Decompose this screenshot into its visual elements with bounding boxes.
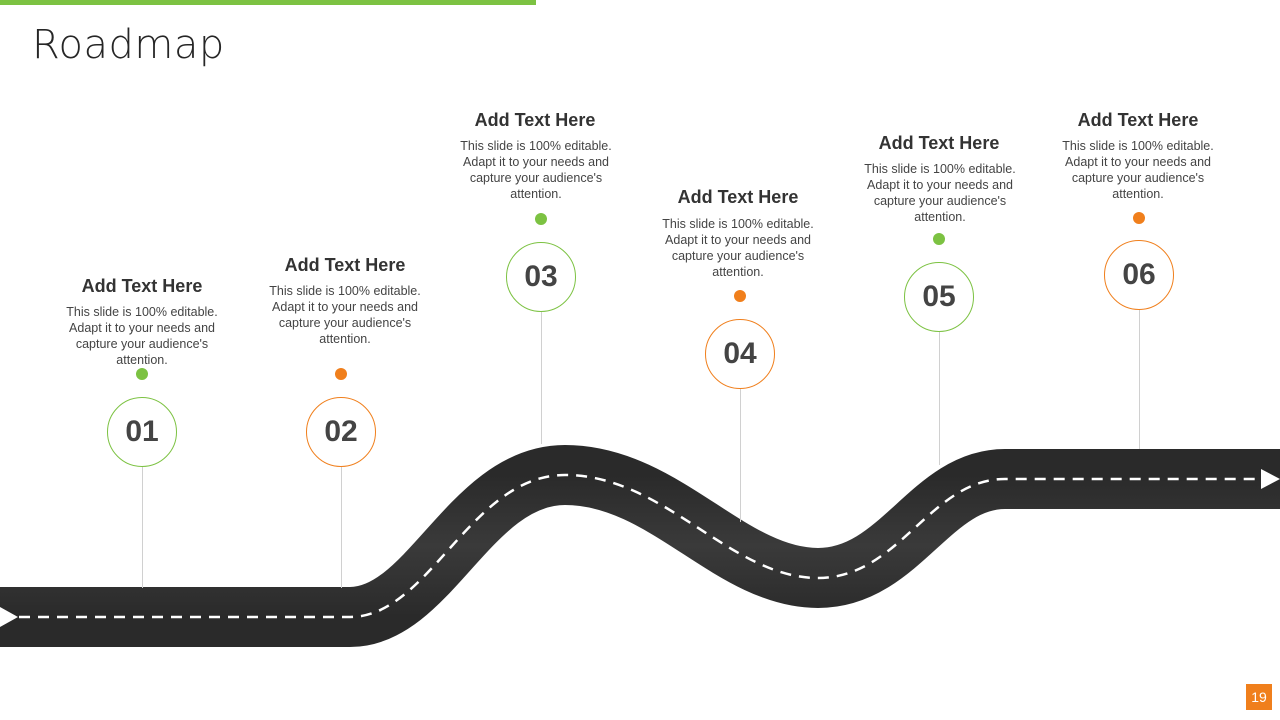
milestone-number-circle: 04	[705, 319, 775, 389]
milestone-dot	[136, 368, 148, 380]
milestone-number-circle: 05	[904, 262, 974, 332]
top-accent-bar	[0, 0, 536, 5]
milestone-heading: Add Text Here	[284, 255, 406, 275]
milestone-number-circle: 01	[107, 397, 177, 467]
milestone-body: This slide is 100% editable. Adapt it to…	[1062, 139, 1214, 201]
road-start-arrow-icon	[0, 607, 18, 627]
page-number-badge: 19	[1246, 684, 1272, 710]
milestone-body: This slide is 100% editable. Adapt it to…	[662, 217, 814, 279]
road-lane-markings	[0, 473, 1280, 619]
milestone-dot	[1133, 212, 1145, 224]
milestone-heading: Add Text Here	[1077, 110, 1199, 130]
milestone-body: This slide is 100% editable. Adapt it to…	[269, 284, 421, 346]
milestone-connector-line	[341, 466, 342, 588]
milestone-heading: Add Text Here	[474, 110, 596, 130]
milestone-number-circle: 06	[1104, 240, 1174, 310]
milestone-connector-line	[1139, 309, 1140, 449]
milestone-number-circle: 02	[306, 397, 376, 467]
milestone-heading: Add Text Here	[878, 133, 1000, 153]
milestone-heading: Add Text Here	[677, 187, 799, 207]
road-end-arrow-icon	[1261, 469, 1280, 489]
milestone-connector-line	[939, 331, 940, 465]
milestone-dot	[335, 368, 347, 380]
milestone-body: This slide is 100% editable. Adapt it to…	[66, 305, 218, 367]
milestone-heading: Add Text Here	[81, 276, 203, 296]
road-path	[0, 445, 1280, 647]
milestone-body: This slide is 100% editable. Adapt it to…	[460, 139, 612, 201]
milestone-connector-line	[142, 466, 143, 588]
milestone-dot	[734, 290, 746, 302]
milestone-body: This slide is 100% editable. Adapt it to…	[864, 162, 1016, 224]
milestone-connector-line	[740, 388, 741, 522]
milestone-dot	[535, 213, 547, 225]
milestone-dot	[933, 233, 945, 245]
milestone-connector-line	[541, 311, 542, 444]
slide-title: Roadmap	[32, 22, 225, 68]
milestone-number-circle: 03	[506, 242, 576, 312]
